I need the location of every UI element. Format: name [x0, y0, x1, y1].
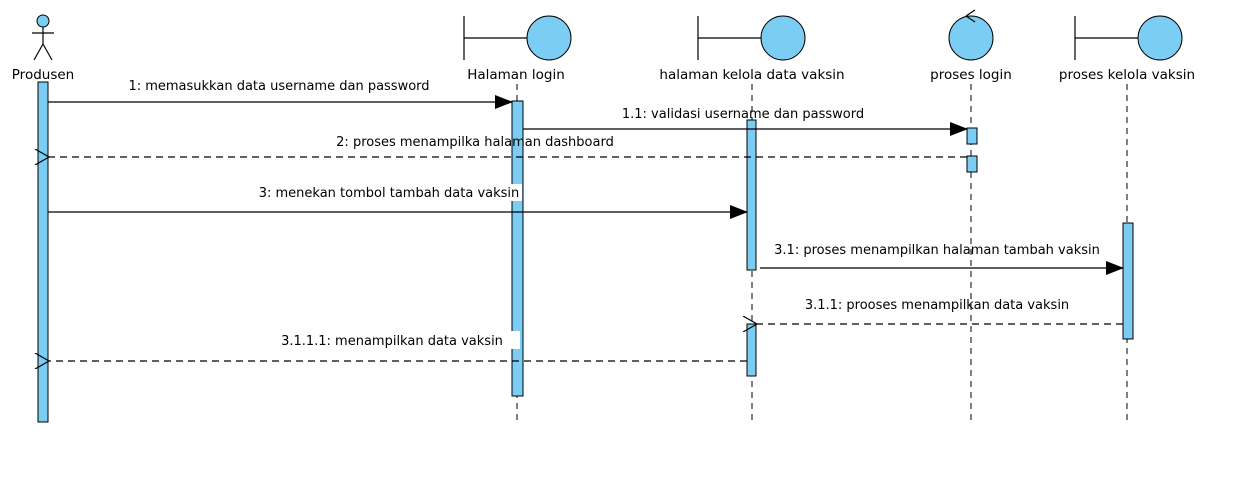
participant-label: proses login [930, 67, 1012, 83]
message-3-1: 3.1: proses menampilkan halaman tambah v… [760, 243, 1124, 275]
message-label: 1: memasukkan data username dan password [128, 79, 429, 94]
control-icon [948, 15, 994, 61]
boundary-icon [1137, 15, 1183, 61]
participant-label: proses kelola vaksin [1059, 67, 1195, 83]
message-label: 3.1.1.1: menampilkan data vaksin [281, 334, 503, 349]
boundary-icon [526, 15, 572, 61]
message-3-1-1: 3.1.1: prooses menampilkan data vaksin [757, 298, 1123, 324]
control-arrow-icon [965, 9, 976, 23]
activation-bar [511, 100, 524, 397]
actor-left-leg-icon [33, 43, 44, 61]
activation-bar [746, 119, 757, 271]
message-1-1: 1.1: validasi username dan password [523, 107, 968, 136]
activation-bar [966, 127, 978, 145]
participant-label: Produsen [12, 67, 74, 83]
message-label: 1.1: validasi username dan password [622, 107, 864, 122]
message-1: 1: memasukkan data username dan password [48, 79, 513, 109]
message-3-1-1-1: 3.1.1.1: menampilkan data vaksin [49, 331, 747, 361]
participant-halaman-kelola-data-vaksin: halaman kelola data vaksin [659, 15, 845, 422]
actor-right-leg-icon [42, 43, 53, 61]
participant-proses-login: proses login [930, 9, 1012, 422]
message-3: 3: menekan tombol tambah data vaksin [48, 184, 748, 219]
participant-proses-kelola-vaksin: proses kelola vaksin [1059, 15, 1195, 422]
activation-bar [746, 323, 757, 377]
boundary-icon [760, 15, 806, 61]
participant-label: halaman kelola data vaksin [659, 67, 844, 83]
activation-bar [966, 155, 978, 173]
message-label: 3.1.1: prooses menampilkan data vaksin [805, 298, 1069, 313]
label-background [275, 331, 520, 349]
message-label: 3: menekan tombol tambah data vaksin [259, 186, 520, 201]
message-2: 2: proses menampilka halaman dashboard [49, 135, 967, 157]
participant-halaman-login: Halaman login [463, 15, 572, 422]
participant-label: Halaman login [467, 67, 565, 83]
participant-produsen: Produsen [12, 14, 74, 423]
actor-head-icon [36, 14, 50, 28]
label-background [256, 184, 522, 201]
message-label: 3.1: proses menampilkan halaman tambah v… [774, 243, 1100, 258]
activation-bar [1122, 222, 1134, 340]
activation-bar [37, 81, 49, 423]
message-label: 2: proses menampilka halaman dashboard [336, 135, 614, 150]
